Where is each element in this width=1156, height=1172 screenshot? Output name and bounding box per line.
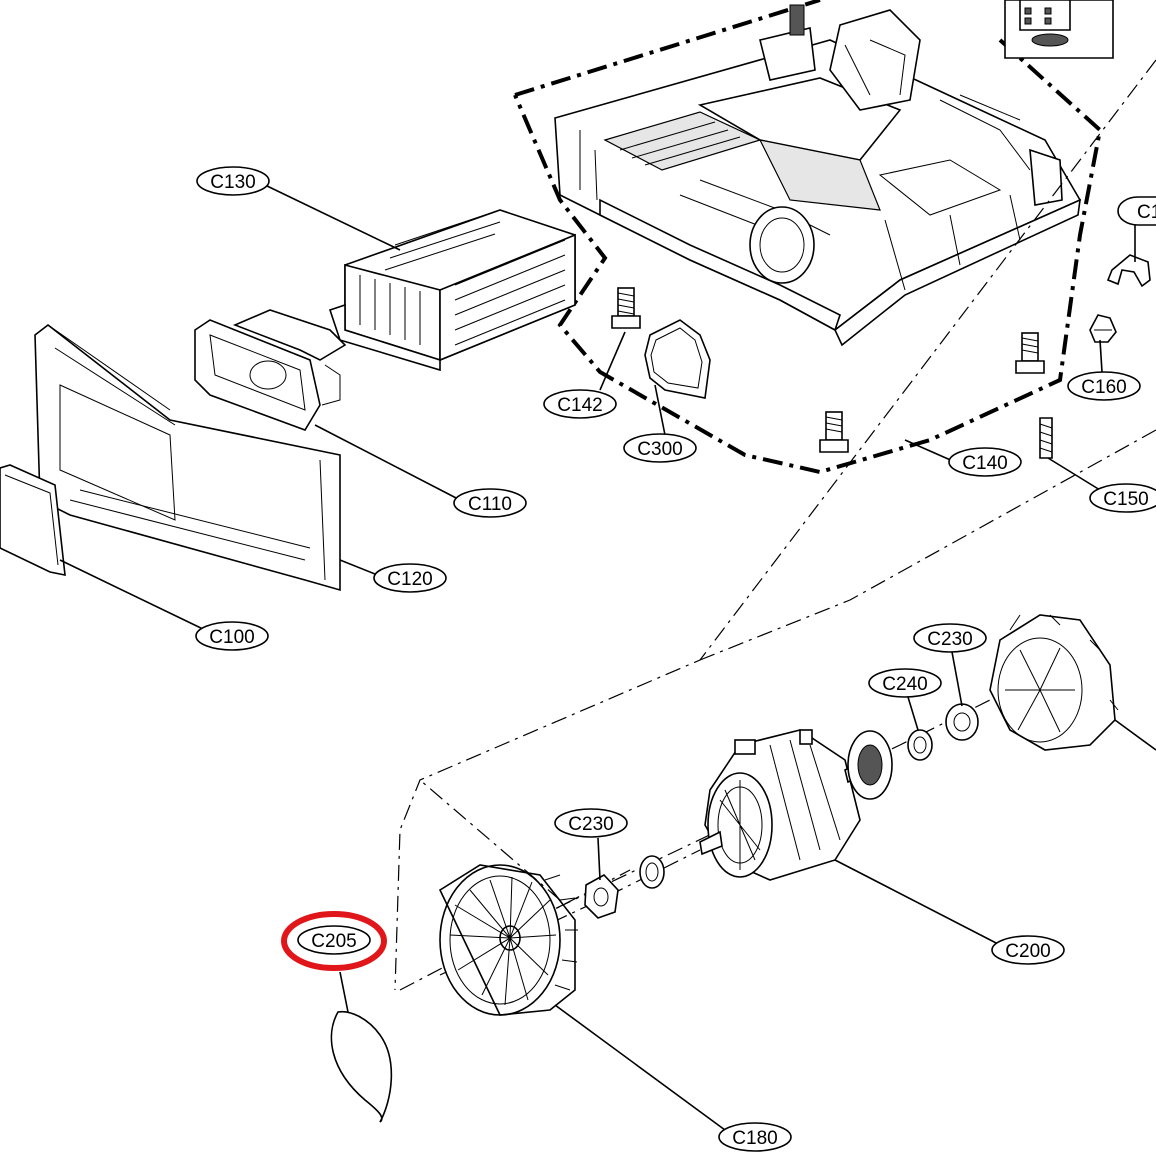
label-c205: C205: [297, 925, 371, 955]
label-c200: C200: [991, 935, 1065, 965]
svg-text:C230: C230: [927, 629, 972, 650]
label-c100: C100: [195, 621, 269, 651]
svg-text:C100: C100: [209, 627, 254, 648]
svg-text:C300: C300: [637, 439, 682, 460]
svg-text:C16: C16: [1137, 202, 1156, 223]
svg-text:C180: C180: [732, 1128, 777, 1149]
spring-part: [1039, 417, 1053, 459]
label-c110: C110: [453, 488, 527, 518]
label-c180: C180: [718, 1122, 792, 1152]
highlight-ring: [281, 911, 387, 971]
label-c140: C140: [948, 447, 1022, 477]
nut-part-mid: [584, 873, 619, 919]
front-panel-part: [34, 323, 341, 592]
clip-part-edge: [1106, 254, 1151, 288]
leader-lines: [59, 184, 1136, 1131]
door-cover-part: [0, 464, 66, 576]
label-c230-top: C230: [913, 623, 987, 653]
label-c240: C240: [868, 668, 942, 698]
label-c160: C160: [1067, 371, 1141, 401]
condenser-part: [328, 209, 576, 372]
bushing-part: [907, 729, 933, 761]
base-frame-part: [513, 0, 1114, 475]
svg-text:C160: C160: [1081, 377, 1126, 398]
label-c150: C150: [1089, 483, 1156, 513]
label-c300: C300: [623, 433, 697, 463]
belt-part: [330, 1010, 393, 1123]
svg-text:C150: C150: [1103, 489, 1148, 510]
svg-text:C140: C140: [962, 453, 1007, 474]
svg-text:C142: C142: [557, 395, 602, 416]
label-c16x: C16: [1117, 196, 1156, 226]
svg-text:C110: C110: [468, 494, 512, 515]
washer-part: [639, 855, 665, 889]
svg-text:C120: C120: [387, 569, 432, 590]
label-c130: C130: [196, 166, 270, 196]
svg-text:C240: C240: [882, 674, 927, 695]
rear-fan-part: [989, 614, 1156, 751]
svg-text:C230: C230: [568, 814, 613, 835]
nut-part-top: [945, 703, 979, 741]
svg-text:C205: C205: [311, 931, 356, 952]
svg-text:C130: C130: [210, 172, 255, 193]
gasket-part: [644, 319, 711, 399]
label-c120: C120: [373, 563, 447, 593]
front-fan-part: [438, 864, 578, 1016]
duct-part: [194, 309, 347, 431]
svg-text:C200: C200: [1005, 941, 1050, 962]
motor-part: [699, 729, 893, 881]
label-c230-mid: C230: [554, 808, 628, 838]
leveling-leg-parts: [611, 287, 1045, 453]
label-c142: C142: [543, 389, 617, 419]
clip-part: [1089, 314, 1117, 343]
